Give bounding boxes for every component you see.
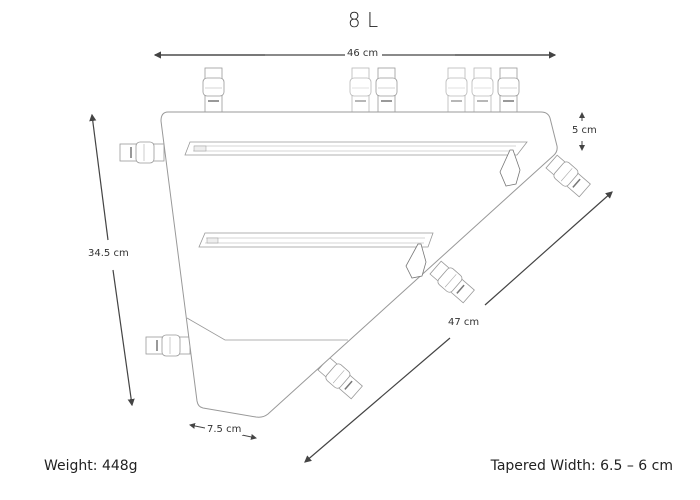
bag-seam <box>186 317 348 341</box>
tapered-width-spec: Tapered Width: 6.5 – 6 cm <box>490 458 673 474</box>
top-length-label: 46 cm <box>345 48 381 59</box>
bag-outline <box>160 111 558 418</box>
left-strap <box>119 141 165 164</box>
top-strap <box>375 67 398 113</box>
zipper-pull <box>405 243 427 279</box>
top-zipper <box>184 141 528 187</box>
bottom-width-label: 7.5 cm <box>205 424 244 435</box>
top-strap <box>202 67 225 113</box>
side-length-label: 34.5 cm <box>86 248 131 259</box>
top-strap <box>471 67 494 113</box>
height-label: 5 cm <box>570 125 599 136</box>
diagonal-strap <box>427 258 477 306</box>
lower-zipper <box>198 232 434 279</box>
width-dimension-arrow <box>189 423 206 429</box>
diagonal-dimension-line <box>484 191 613 306</box>
left-strap <box>145 334 191 357</box>
diagonal-length-label: 47 cm <box>446 317 482 328</box>
top-strap <box>497 67 520 113</box>
top-strap <box>445 67 468 113</box>
diagonal-strap <box>543 152 593 200</box>
volume-title: 8 L <box>347 8 379 32</box>
side-dimension-line <box>89 113 109 241</box>
zipper-pull <box>499 149 521 187</box>
top-strap <box>349 67 372 113</box>
weight-spec: Weight: 448g <box>44 458 138 474</box>
